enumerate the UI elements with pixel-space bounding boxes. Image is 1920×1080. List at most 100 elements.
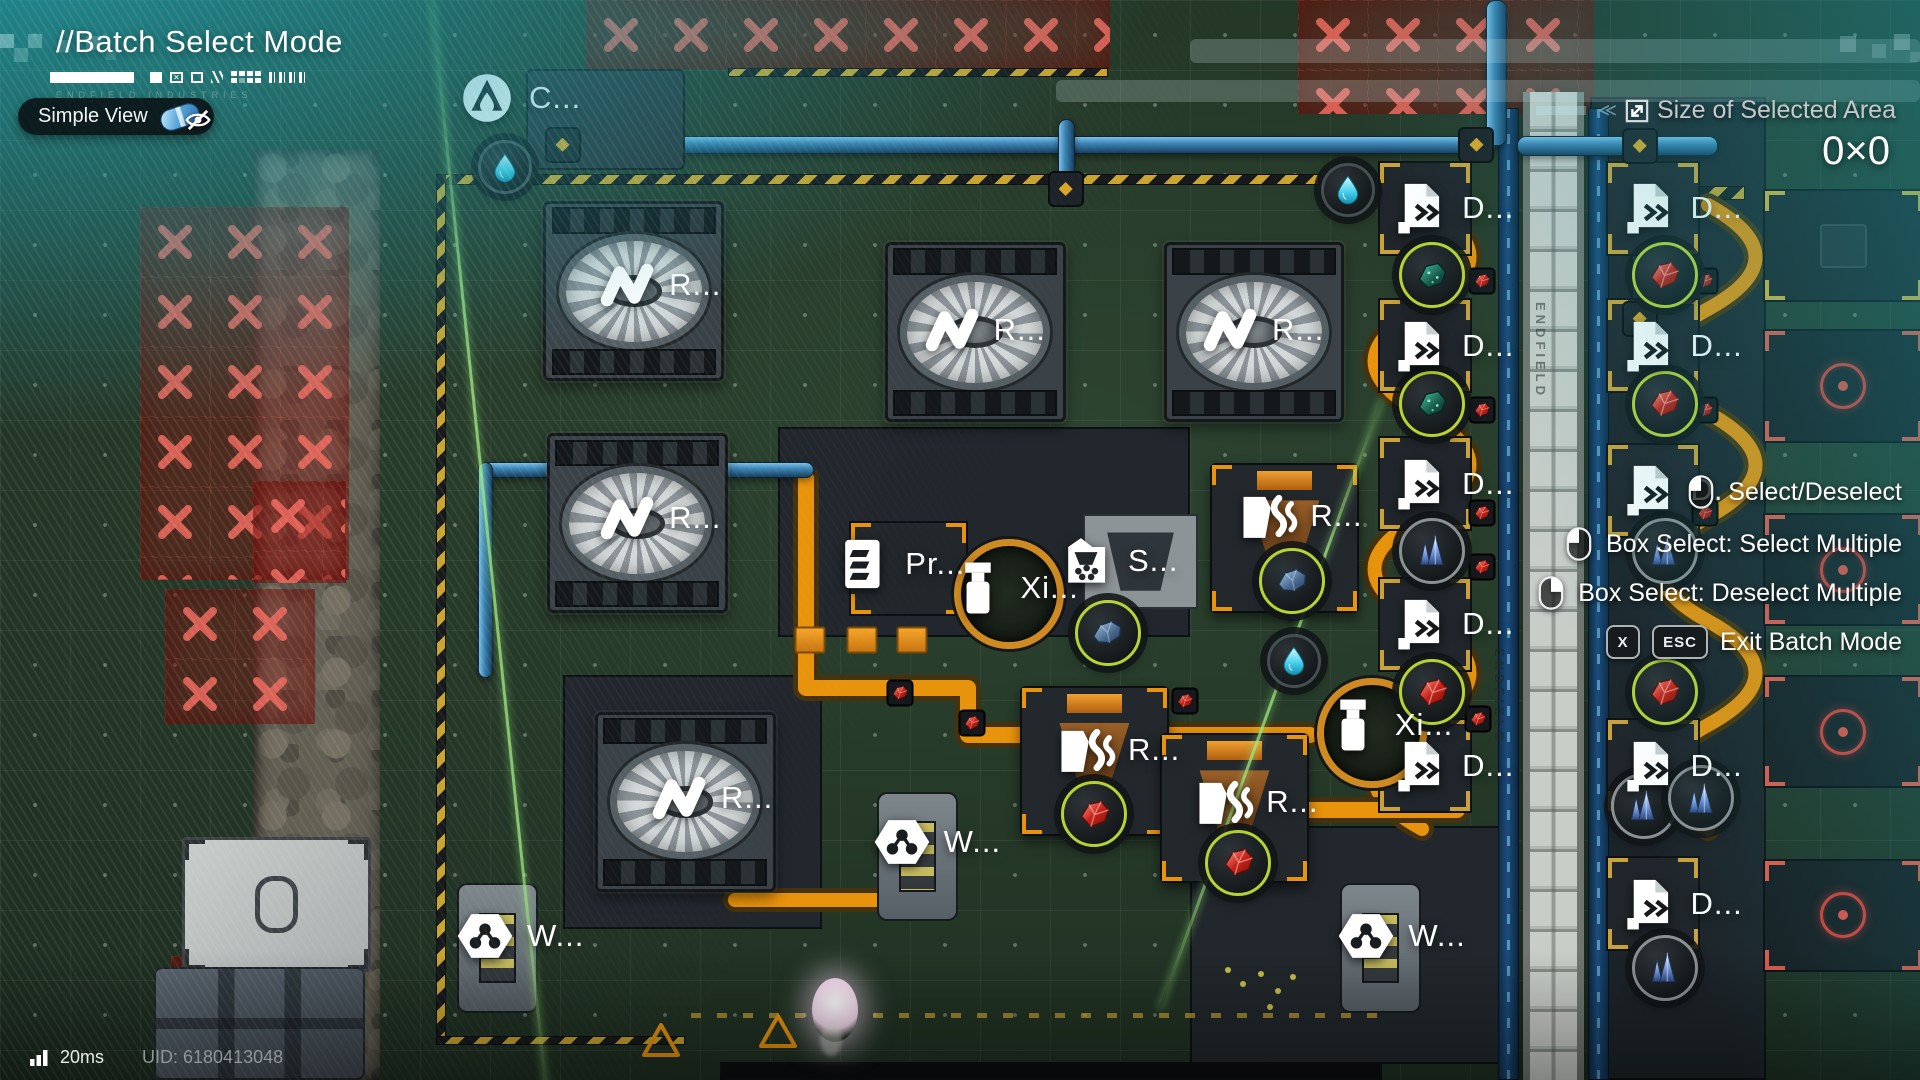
machine-label-press[interactable]: Pr... [833, 536, 965, 592]
item-badge-water [1267, 633, 1322, 688]
machine-label-depot[interactable]: D... [1390, 318, 1514, 374]
hex-icon [872, 814, 932, 870]
belt-item-red [958, 709, 986, 737]
depot-icon [1390, 318, 1450, 374]
rm-machine[interactable] [1762, 858, 1920, 972]
depot-icon [1619, 876, 1679, 932]
simple-view-toggle[interactable]: Simple View [18, 98, 214, 135]
machine-label-depot[interactable]: D. [1619, 462, 1724, 518]
item-badge-blue-ore [1259, 548, 1326, 615]
refine-icon [649, 770, 709, 826]
machine-label-roaster[interactable]: R... [1056, 722, 1180, 778]
machine-label-depot[interactable]: D... [1390, 456, 1514, 512]
depot-icon [1619, 462, 1679, 518]
red-gem-icon [1076, 796, 1113, 833]
item-badge-red-gem [1205, 829, 1272, 896]
blue-ore-gem-icon [1089, 614, 1126, 651]
red-gem-icon [1646, 674, 1683, 711]
blue-crystal-gem-icon [1646, 532, 1683, 569]
item-badge-green-ore [1399, 370, 1466, 437]
machine-label-refiner[interactable]: R... [922, 302, 1046, 358]
hex-icon [1336, 908, 1396, 964]
press-icon [833, 536, 893, 592]
furnace-icon [1238, 488, 1298, 544]
machine-label-turbine[interactable]: W... [1336, 908, 1465, 964]
item-badge-red-gem [1061, 781, 1128, 848]
pipe-valve [1458, 126, 1495, 163]
machine-label-sieve[interactable]: S... [1056, 533, 1179, 589]
machine-label-roaster[interactable]: R... [1194, 774, 1318, 830]
water-pipe [1486, 0, 1508, 146]
water-pipe [554, 136, 1496, 155]
depot-icon [1390, 180, 1450, 236]
machine-label-pump[interactable]: C... [457, 70, 581, 126]
belt-item-red [1171, 687, 1199, 715]
bottle-icon [1323, 697, 1383, 753]
depot-icon [1390, 596, 1450, 652]
rm-machine[interactable] [1762, 675, 1920, 789]
belt-item-red [1464, 705, 1492, 733]
pipe-valve [1621, 127, 1658, 164]
blue-ore-gem-icon [1274, 562, 1311, 599]
machine-label-depot[interactable]: D... [1619, 876, 1743, 932]
pad-machine[interactable] [182, 837, 371, 972]
warning-triangle-icon [641, 1022, 681, 1058]
machine-label-refiner[interactable]: R... [597, 490, 721, 546]
refine-icon [597, 257, 657, 313]
item-badge-blue-ore [1074, 599, 1141, 666]
machine-label-refiner[interactable]: R... [1200, 302, 1324, 358]
machine-label-turbine[interactable]: W... [455, 908, 584, 964]
belt-crate [846, 626, 878, 654]
depot-icon [1390, 456, 1450, 512]
machine-label-depot[interactable]: D... [1390, 738, 1514, 794]
water-gem-icon [490, 153, 520, 183]
item-badge-red-gem [1631, 370, 1698, 437]
water-pipe [1516, 136, 1719, 156]
green-gem-icon [1414, 385, 1451, 422]
warning-triangle-icon [758, 1013, 798, 1049]
machine-label-depot[interactable]: D... [1619, 738, 1743, 794]
tarp-machine[interactable] [153, 966, 365, 1080]
red-gem-icon [1220, 844, 1257, 881]
pump-icon [457, 70, 517, 126]
pipe-valve [1047, 171, 1084, 207]
ypanel-machine[interactable] [1762, 189, 1920, 303]
water-gem-icon [1279, 646, 1309, 676]
red-gem-icon [1646, 385, 1683, 422]
simple-view-label: Simple View [38, 105, 148, 127]
ghost-belt-preview [1056, 79, 1920, 102]
machine-label-depot[interactable]: D... [1619, 180, 1743, 236]
machine-label-refiner[interactable]: R... [649, 770, 773, 826]
machine-label-refiner[interactable]: R... [597, 257, 721, 313]
machine-label-turbine[interactable]: W... [872, 814, 1001, 870]
machine-label-depot[interactable]: D... [1390, 596, 1514, 652]
item-badge-green-ore [1399, 242, 1466, 309]
belt-item-red [1468, 396, 1496, 424]
item-badge-red-gem [1631, 242, 1698, 309]
rm-machine[interactable] [1762, 513, 1920, 627]
machine-label-roaster[interactable]: R... [1238, 488, 1362, 544]
depot-icon [1619, 738, 1679, 794]
refine-icon [597, 490, 657, 546]
item-badge-water [1320, 163, 1375, 218]
red-gem-icon [1646, 257, 1683, 294]
refine-icon [922, 302, 982, 358]
hex-icon [455, 908, 515, 964]
dust-puff [819, 1021, 842, 1056]
eye-off-icon [184, 106, 212, 134]
machine-label-depot[interactable]: D... [1619, 318, 1743, 374]
rm-machine[interactable] [1762, 329, 1920, 443]
item-badge-red-gem [1631, 659, 1698, 726]
bottle-icon [948, 560, 1008, 616]
water-gem-icon [1333, 175, 1363, 205]
item-badge-blue-crystal [1631, 517, 1698, 584]
ghost-belt-preview [1190, 38, 1920, 63]
depot-icon [1619, 318, 1679, 374]
belt-item-red [1468, 553, 1496, 581]
blue-crystal-gem-icon [1414, 532, 1451, 569]
furnace-icon [1194, 774, 1254, 830]
sieve-icon [1056, 533, 1116, 589]
depot-icon [1619, 180, 1679, 236]
machine-label-depot[interactable]: D... [1390, 180, 1514, 236]
